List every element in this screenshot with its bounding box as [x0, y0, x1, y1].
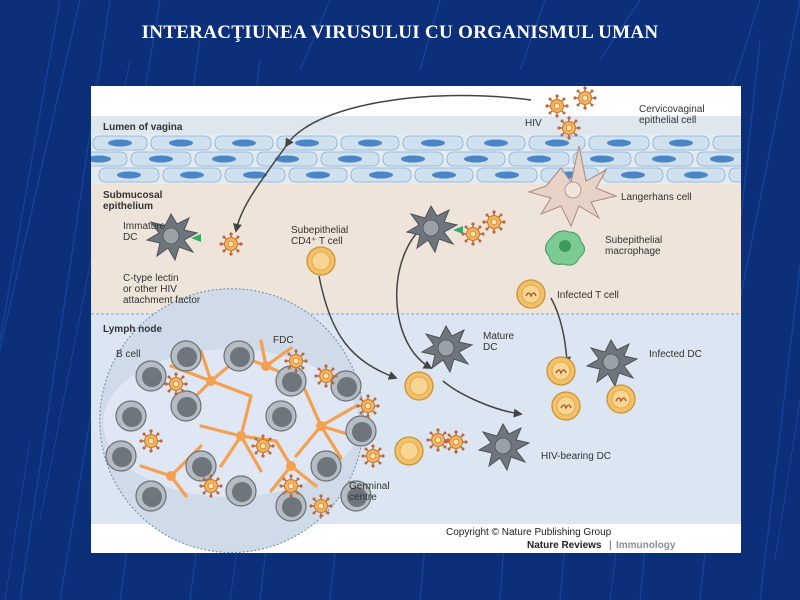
journal-separator: |: [609, 540, 612, 551]
label-mature-dc-2: DC: [483, 342, 497, 353]
label-hiv: HIV: [525, 118, 542, 129]
infected-t-cell: [546, 356, 576, 386]
label-cervicovaginal-2: epithelial cell: [639, 115, 696, 126]
label-hiv-bearing-dc: HIV-bearing DC: [541, 451, 611, 462]
label-immature-dc-1: Immature: [123, 221, 166, 232]
subepithelial-dc: [406, 205, 507, 253]
label-germinal-2: centre: [349, 492, 377, 503]
fdc-bodies: [166, 361, 326, 481]
b-cell: [265, 400, 297, 432]
slide-title: INTERACŢIUNEA VIRUSULUI CU ORGANISMUL UM…: [141, 22, 659, 43]
b-cell: [223, 340, 255, 372]
label-submucosal-1: Submucosal: [103, 190, 163, 201]
diagram-canvas: Lumen of vagina Submucosal epithelium Ly…: [91, 86, 741, 553]
b-cell: [105, 440, 137, 472]
label-lumen: Lumen of vagina: [103, 122, 183, 133]
label-macrophage-2: macrophage: [605, 246, 661, 257]
b-cell: [225, 475, 257, 507]
infected-t-cell: [551, 391, 581, 421]
label-langerhans: Langerhans cell: [621, 192, 692, 203]
submucosa-region: [91, 184, 741, 314]
cd4-t-cell: [306, 246, 336, 276]
label-fdc: FDC: [273, 335, 294, 346]
label-mature-dc-1: Mature: [483, 331, 515, 342]
label-submucosal-2: epithelium: [103, 201, 153, 212]
infected-t-cell: [606, 384, 636, 414]
label-infected-dc: Infected DC: [649, 349, 702, 360]
journal-name: Nature Reviews: [527, 540, 602, 551]
cd4-t-cell: [394, 436, 424, 466]
b-cell: [345, 415, 377, 447]
fdc-network: [139, 339, 363, 498]
label-macrophage-1: Subepithelial: [605, 235, 662, 246]
cd4-t-cell: [404, 371, 434, 401]
hiv-transmission-diagram: Lumen of vagina Submucosal epithelium Ly…: [91, 86, 741, 553]
subepithelial-macrophage: [545, 230, 585, 266]
copyright-notice: Copyright © Nature Publishing Group: [446, 527, 612, 538]
label-infected-t-cell: Infected T cell: [557, 290, 619, 301]
label-ctype-2: or other HIV: [123, 284, 177, 295]
b-cell: [275, 365, 307, 397]
label-immature-dc-2: DC: [123, 232, 137, 243]
label-lymph-node: Lymph node: [103, 324, 163, 335]
label-ctype-1: C-type lectin: [123, 273, 179, 284]
label-cd4-1: Subepithelial: [291, 225, 348, 236]
langerhans-cell: [527, 145, 618, 228]
infected-t-cell: [516, 279, 546, 309]
label-germinal-1: Germinal: [349, 481, 390, 492]
b-cell: [170, 340, 202, 372]
label-b-cell: B cell: [116, 349, 140, 360]
b-cell: [115, 400, 147, 432]
b-cell: [135, 480, 167, 512]
b-cell: [310, 450, 342, 482]
label-cervicovaginal-1: Cervicovaginal: [639, 104, 705, 115]
journal-section: Immunology: [616, 540, 676, 551]
b-cell: [135, 360, 167, 392]
label-cd4-2: CD4⁺ T cell: [291, 236, 343, 247]
epithelial-cells: [91, 135, 741, 183]
immature-dc: [146, 213, 244, 261]
label-ctype-3: attachment factor: [123, 295, 201, 306]
